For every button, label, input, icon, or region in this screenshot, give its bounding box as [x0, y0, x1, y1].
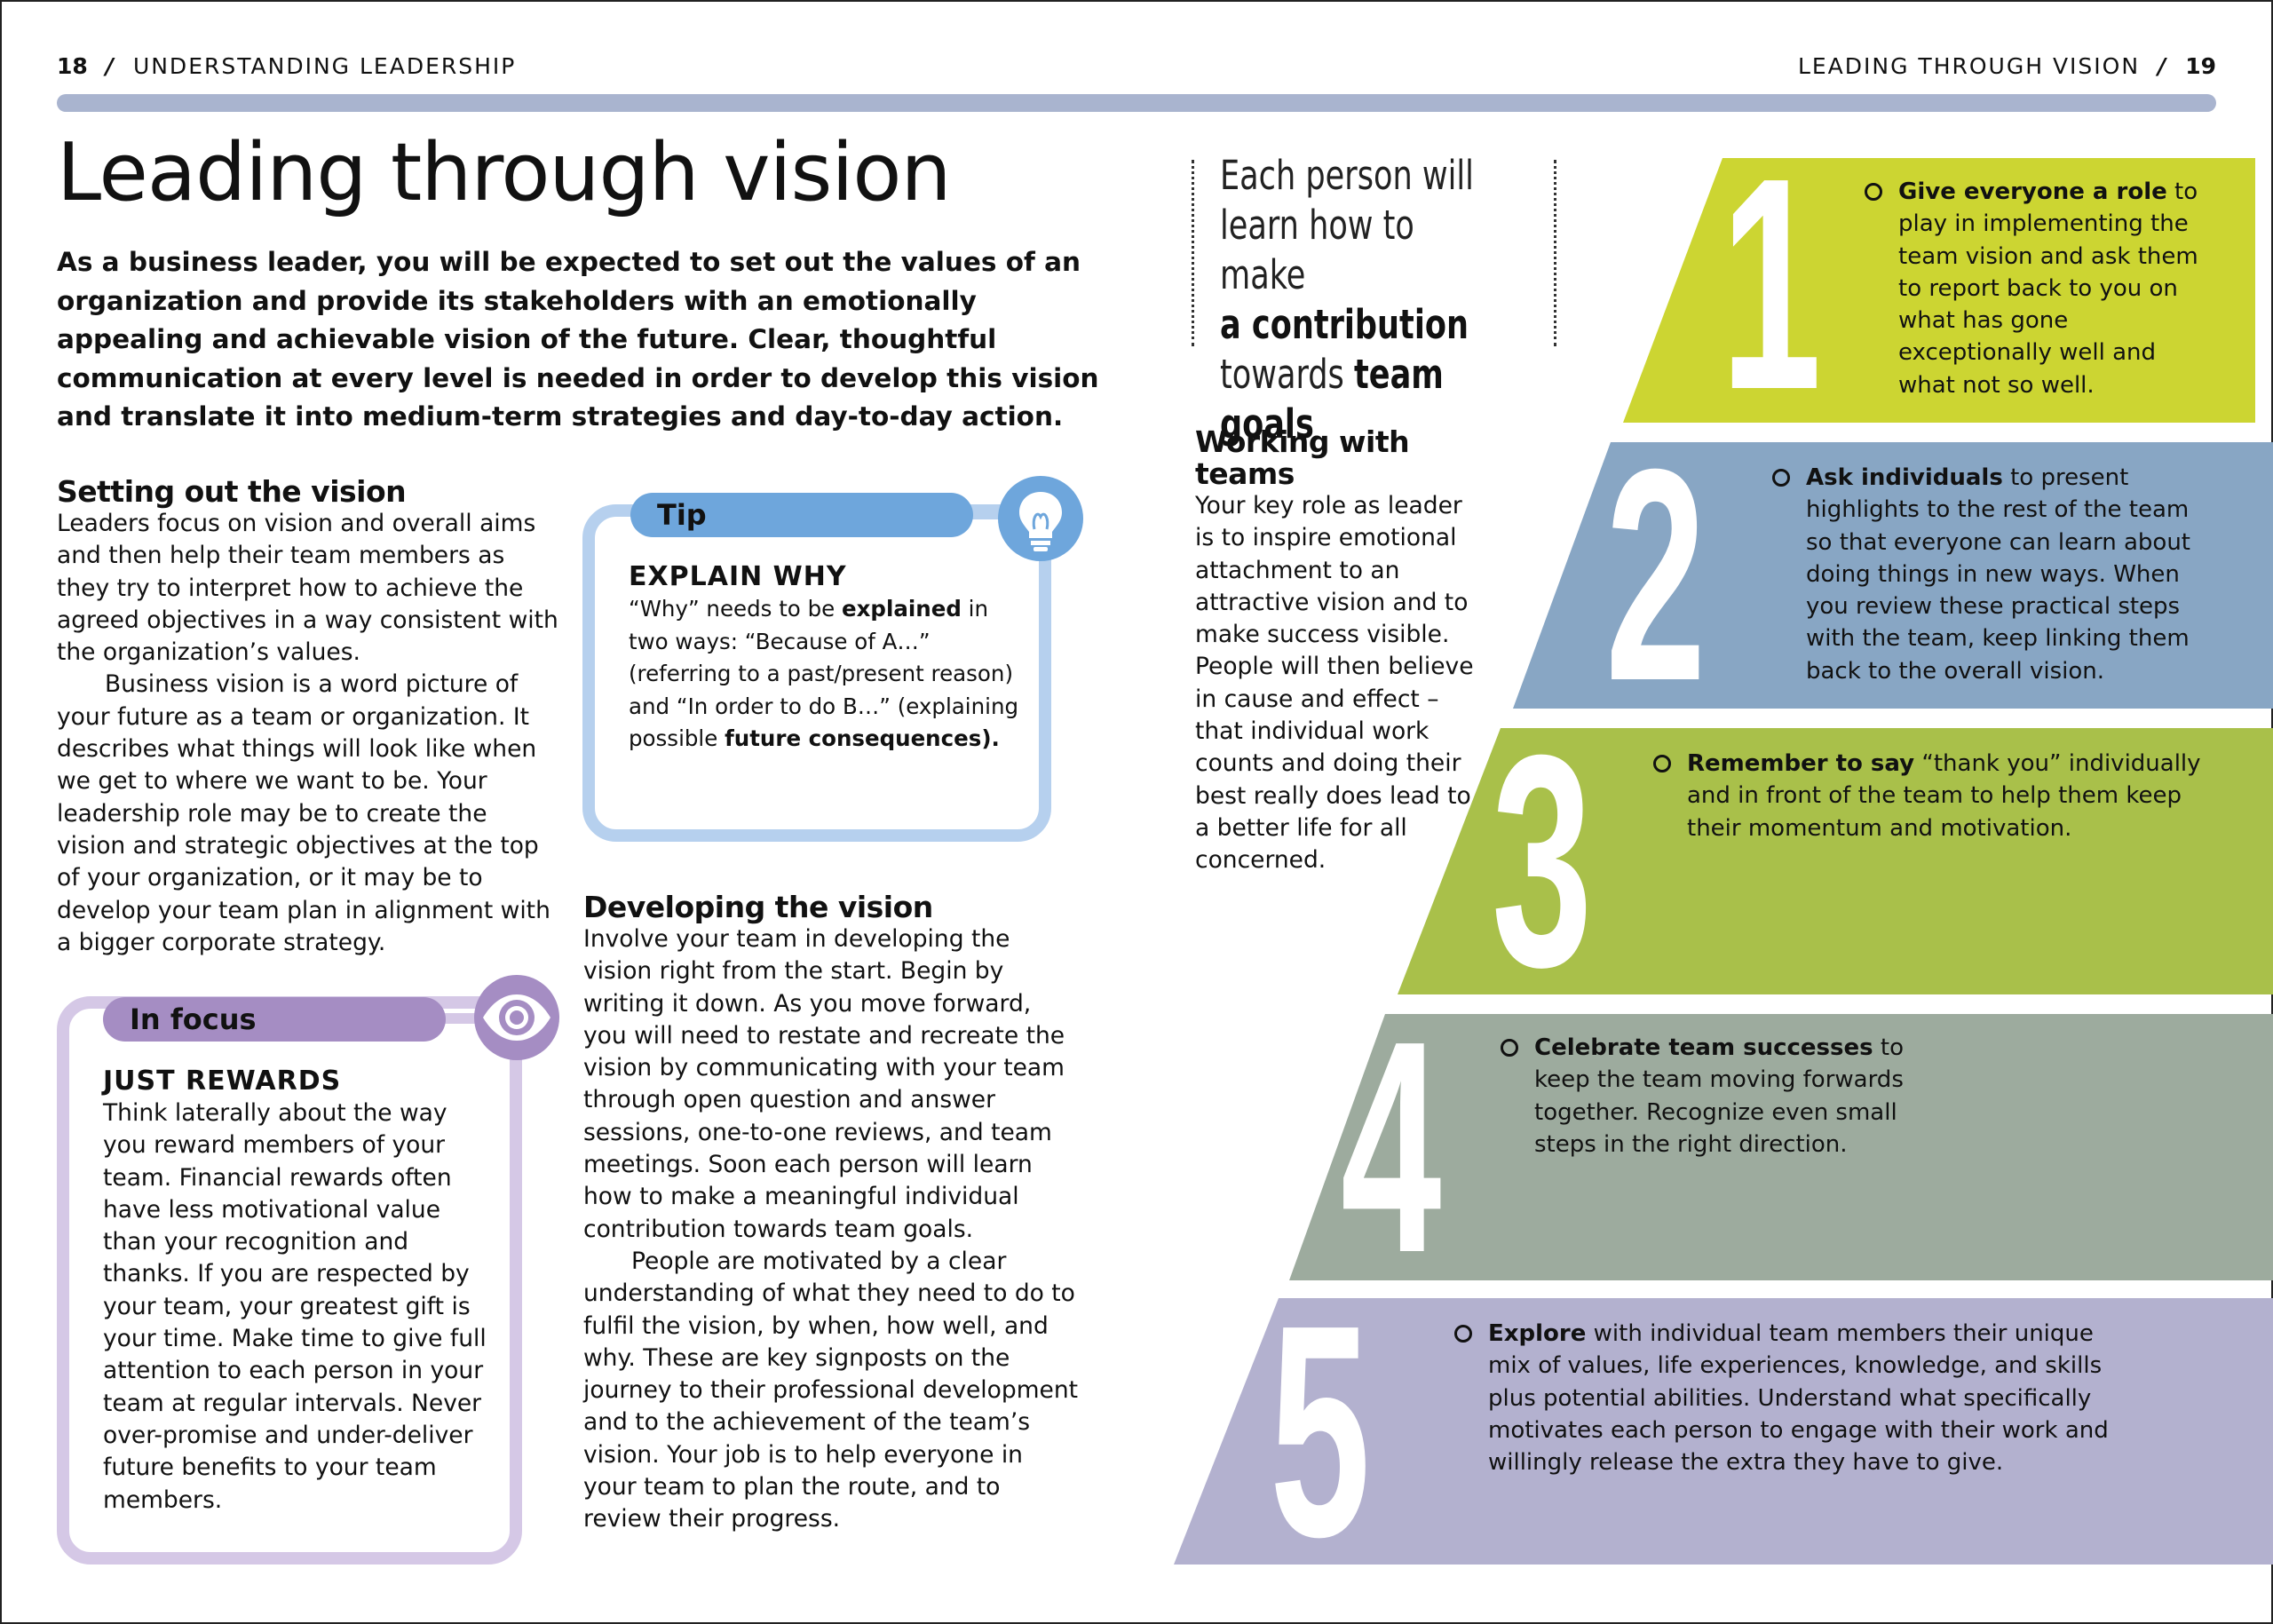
step-2-number: 2	[1605, 407, 1706, 744]
developing-section: Developing the vision Involve your team …	[583, 891, 1081, 1536]
step-2-text: Ask individuals to present highlights to…	[1806, 462, 2197, 687]
left-folio: 18 / UNDERSTANDING LEADERSHIP	[57, 53, 516, 79]
step-1-bold: Give everyone a role	[1898, 178, 2167, 205]
tip-content: EXPLAIN WHY “Why” needs to be explained …	[629, 561, 1019, 756]
teams-text: Your key role as leader is to inspire em…	[1195, 492, 1474, 875]
setting-section: Setting out the vision Leaders focus on …	[57, 476, 563, 959]
step-5-number: 5	[1270, 1263, 1370, 1600]
step-1-bullet-icon	[1865, 183, 1882, 201]
step-4-number: 4	[1341, 978, 1441, 1316]
header-rule	[57, 94, 2216, 112]
step-3-bold: Remember to say	[1687, 750, 1915, 777]
step-5-rest: with individual team members their uniqu…	[1488, 1320, 2109, 1477]
step-2-rest: to present highlights to the rest of the…	[1806, 464, 2190, 685]
tip-heading: EXPLAIN WHY	[629, 561, 847, 592]
step-4-band	[1289, 1014, 2273, 1280]
setting-body: Leaders focus on vision and overall aims…	[57, 508, 563, 959]
step-5-text: Explore with individual team members the…	[1488, 1318, 2127, 1478]
setting-heading: Setting out the vision	[57, 474, 407, 509]
tip-text-bold-2: future consequences).	[725, 725, 1000, 751]
focus-text: Think laterally about the way you reward…	[103, 1099, 487, 1514]
step-1-rest: to play in implementing the team vision …	[1898, 178, 2198, 399]
quote-line-3: a contribution	[1220, 301, 1469, 348]
tip-label: Tip	[630, 493, 973, 537]
quote-line-2: learn how to make	[1220, 202, 1414, 298]
left-section-title: UNDERSTANDING LEADERSHIP	[132, 53, 517, 79]
teams-heading: Working with teams	[1195, 424, 1410, 491]
step-1-text: Give everyone a role to play in implemen…	[1898, 176, 2200, 401]
step-1-band	[1623, 158, 1815, 423]
developing-body: Involve your team in developing the visi…	[583, 923, 1081, 1536]
quote-rule-right	[1554, 160, 1556, 346]
step-3-text: Remember to say “thank you” individually…	[1687, 748, 2202, 844]
step-4-text: Celebrate team successes to keep the tea…	[1534, 1032, 1952, 1161]
lightbulb-icon	[998, 476, 1083, 561]
focus-label: In focus	[103, 997, 446, 1042]
intro-paragraph: As a business leader, you will be expect…	[57, 247, 1099, 432]
step-1-panel	[1815, 158, 2255, 423]
step-2-bold: Ask individuals	[1806, 464, 2003, 491]
pull-quote: Each person will learn how to make a con…	[1220, 151, 1483, 449]
developing-paragraph-2: People are motivated by a clear understa…	[583, 1247, 1079, 1533]
developing-heading: Developing the vision	[583, 890, 933, 924]
step-3-bullet-icon	[1653, 755, 1671, 772]
step-3-rest: “thank you” individually and in front of…	[1687, 750, 2201, 842]
step-5-bold: Explore	[1488, 1320, 1587, 1347]
page-title: Leading through vision	[57, 126, 951, 219]
step-3-band	[1398, 728, 2273, 994]
setting-paragraph-1: Leaders focus on vision and overall aims…	[57, 510, 558, 667]
step-5-bullet-icon	[1454, 1325, 1472, 1343]
right-section-title: LEADING THROUGH VISION	[1797, 53, 2141, 79]
tip-text: “Why” needs to be explained in two ways:…	[629, 593, 1019, 756]
step-4-bullet-icon	[1501, 1039, 1518, 1057]
left-page-number: 18	[57, 53, 88, 79]
step-4-bold: Celebrate team successes	[1534, 1034, 1873, 1061]
folio-separator: /	[2158, 53, 2168, 79]
quote-rule-left	[1192, 160, 1194, 346]
tip-text-1: “Why” needs to be	[629, 596, 842, 622]
tip-text-2: in two ways: “Because of A…” (referring …	[629, 596, 1019, 751]
step-4-rest: to keep the team moving forwards togethe…	[1534, 1034, 1904, 1158]
focus-heading: JUST REWARDS	[103, 1066, 342, 1097]
eye-icon	[474, 975, 559, 1060]
quote-line-1: Each person will	[1220, 152, 1474, 199]
step-1-number: 1	[1721, 115, 1821, 453]
step-5-band	[1174, 1298, 2273, 1565]
step-2-band	[1513, 442, 2273, 709]
quote-line-4: towards	[1220, 351, 1355, 398]
step-3-number: 3	[1492, 693, 1592, 1030]
focus-content: JUST REWARDS Think laterally about the w…	[103, 1066, 494, 1517]
right-page-number: 19	[2185, 53, 2216, 79]
teams-section: Working with teams Your key role as lead…	[1195, 426, 1488, 877]
folio-separator: /	[105, 53, 115, 79]
right-folio: LEADING THROUGH VISION / 19	[1798, 53, 2216, 79]
step-2-bullet-icon	[1772, 469, 1790, 487]
quote-line-4-bold: team goals	[1220, 351, 1444, 448]
setting-paragraph-2: Business vision is a word picture of you…	[57, 670, 550, 956]
tip-text-bold-1: explained	[842, 596, 962, 622]
developing-paragraph-1: Involve your team in developing the visi…	[583, 925, 1065, 1243]
